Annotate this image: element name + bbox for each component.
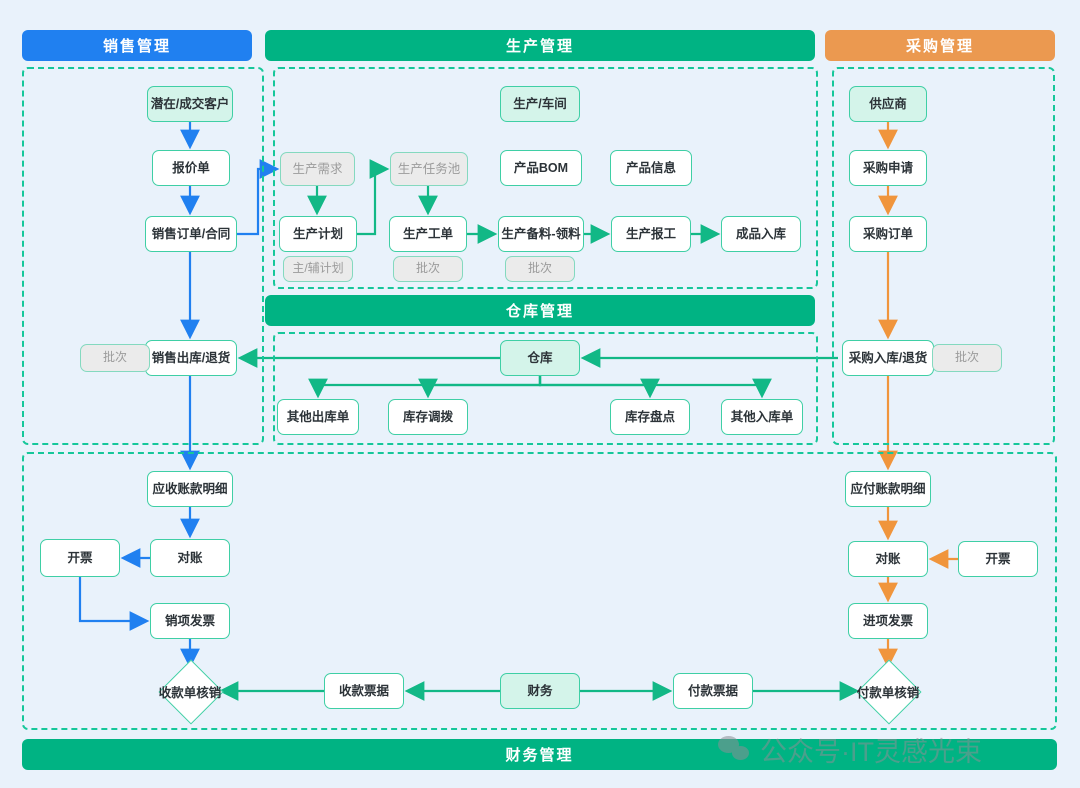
node-label: 成品入库 <box>735 226 786 241</box>
node-main-aux-plan-tag[interactable]: 主/辅计划 <box>283 256 353 282</box>
node-stock-transfer[interactable]: 库存调拨 <box>388 399 468 435</box>
banner-label: 仓库管理 <box>505 303 574 320</box>
node-invoicing-ap[interactable]: 开票 <box>958 541 1038 577</box>
node-production-report[interactable]: 生产报工 <box>611 216 691 252</box>
node-label: 产品信息 <box>625 160 676 175</box>
node-potential-customer[interactable]: 潜在/成交客户 <box>147 86 233 122</box>
banner-finance: 财务管理 <box>22 739 1057 770</box>
node-label: 对账 <box>177 550 203 565</box>
node-purchase-inbound[interactable]: 采购入库/退货 <box>842 340 934 376</box>
node-receivable-detail[interactable]: 应收账款明细 <box>147 471 233 507</box>
group-warehouse-group <box>273 332 818 445</box>
banner-warehouse: 仓库管理 <box>265 295 815 326</box>
node-product-bom[interactable]: 产品BOM <box>500 150 582 186</box>
node-sales-order[interactable]: 销售订单/合同 <box>145 216 237 252</box>
banner-production: 生产管理 <box>265 30 815 61</box>
node-label: 生产备料-领料 <box>501 226 581 241</box>
node-reconcile-ap[interactable]: 对账 <box>848 541 928 577</box>
node-label: 库存调拨 <box>402 409 453 424</box>
banner-sales: 销售管理 <box>22 30 252 61</box>
node-other-outbound[interactable]: 其他出库单 <box>277 399 359 435</box>
decision-label: 收款单核销 <box>158 685 222 700</box>
node-label: 进项发票 <box>862 613 913 628</box>
node-receipt-voucher[interactable]: 收款票据 <box>324 673 404 709</box>
node-output-invoice[interactable]: 销项发票 <box>150 603 230 639</box>
node-label: 其他入库单 <box>730 409 794 424</box>
node-label: 批次 <box>102 350 127 365</box>
node-label: 销售订单/合同 <box>151 226 231 241</box>
decision-payment-writeoff[interactable]: 付款单核销 <box>843 659 933 725</box>
node-label: 主/辅计划 <box>292 261 344 276</box>
node-payable-detail[interactable]: 应付账款明细 <box>845 471 931 507</box>
node-purchase-request[interactable]: 采购申请 <box>849 150 927 186</box>
node-label: 库存盘点 <box>624 409 675 424</box>
decision-label: 付款单核销 <box>856 685 920 700</box>
node-label: 生产报工 <box>625 226 676 241</box>
group-sales-group <box>22 67 264 445</box>
node-sales-batch-tag[interactable]: 批次 <box>80 344 150 372</box>
node-production-material-pick[interactable]: 生产备料-领料 <box>498 216 584 252</box>
node-sales-outbound[interactable]: 销售出库/退货 <box>145 340 237 376</box>
node-purchase-batch-tag[interactable]: 批次 <box>932 344 1002 372</box>
banner-purchase: 采购管理 <box>825 30 1055 61</box>
node-label: 批次 <box>527 261 552 276</box>
node-label: 收款票据 <box>338 683 389 698</box>
node-other-inbound[interactable]: 其他入库单 <box>721 399 803 435</box>
node-reconcile-ar[interactable]: 对账 <box>150 539 230 577</box>
node-stock-count[interactable]: 库存盘点 <box>610 399 690 435</box>
node-label: 采购订单 <box>862 226 913 241</box>
banner-label: 销售管理 <box>102 38 171 55</box>
banner-label: 财务管理 <box>505 747 574 764</box>
node-warehouse-node[interactable]: 仓库 <box>500 340 580 376</box>
node-label: 报价单 <box>172 160 210 175</box>
node-material-batch-tag[interactable]: 批次 <box>505 256 575 282</box>
node-label: 开票 <box>67 550 93 565</box>
node-label: 采购入库/退货 <box>848 350 928 365</box>
node-production-demand[interactable]: 生产需求 <box>280 152 355 186</box>
banner-label: 生产管理 <box>505 38 574 55</box>
node-label: 生产/车间 <box>513 96 567 111</box>
node-label: 生产需求 <box>292 161 343 176</box>
node-label: 潜在/成交客户 <box>150 96 230 111</box>
node-label: 采购申请 <box>862 160 913 175</box>
group-finance-group <box>22 452 1057 730</box>
node-finance-node[interactable]: 财务 <box>500 673 580 709</box>
node-label: 应付账款明细 <box>850 481 926 496</box>
node-label: 供应商 <box>869 96 907 111</box>
decision-receipt-writeoff[interactable]: 收款单核销 <box>145 659 235 725</box>
group-purchase-group <box>832 67 1055 445</box>
node-purchase-order[interactable]: 采购订单 <box>849 216 927 252</box>
node-finished-goods-inbound[interactable]: 成品入库 <box>721 216 801 252</box>
node-label: 批次 <box>954 350 979 365</box>
node-label: 生产工单 <box>402 226 453 241</box>
node-label: 财务 <box>527 683 553 698</box>
node-label: 销售出库/退货 <box>151 350 231 365</box>
node-label: 付款票据 <box>687 683 738 698</box>
node-label: 生产计划 <box>292 226 343 241</box>
node-supplier[interactable]: 供应商 <box>849 86 927 122</box>
node-input-invoice[interactable]: 进项发票 <box>848 603 928 639</box>
node-label: 其他出库单 <box>286 409 350 424</box>
node-label: 对账 <box>875 551 901 566</box>
node-label: 批次 <box>415 261 440 276</box>
node-payment-voucher[interactable]: 付款票据 <box>673 673 753 709</box>
node-label: 销项发票 <box>164 613 215 628</box>
node-label: 开票 <box>985 551 1011 566</box>
node-product-info[interactable]: 产品信息 <box>610 150 692 186</box>
node-quotation[interactable]: 报价单 <box>152 150 230 186</box>
node-invoicing-ar[interactable]: 开票 <box>40 539 120 577</box>
node-production-plan[interactable]: 生产计划 <box>279 216 357 252</box>
node-label: 生产任务池 <box>397 161 461 176</box>
node-label: 产品BOM <box>513 160 569 175</box>
node-production-workshop[interactable]: 生产/车间 <box>500 86 580 122</box>
node-label: 仓库 <box>527 350 553 365</box>
node-label: 应收账款明细 <box>152 481 228 496</box>
node-work-order-batch-tag[interactable]: 批次 <box>393 256 463 282</box>
node-production-task-pool[interactable]: 生产任务池 <box>390 152 468 186</box>
banner-label: 采购管理 <box>905 38 974 55</box>
node-production-work-order[interactable]: 生产工单 <box>389 216 467 252</box>
group-production-group <box>273 67 818 289</box>
